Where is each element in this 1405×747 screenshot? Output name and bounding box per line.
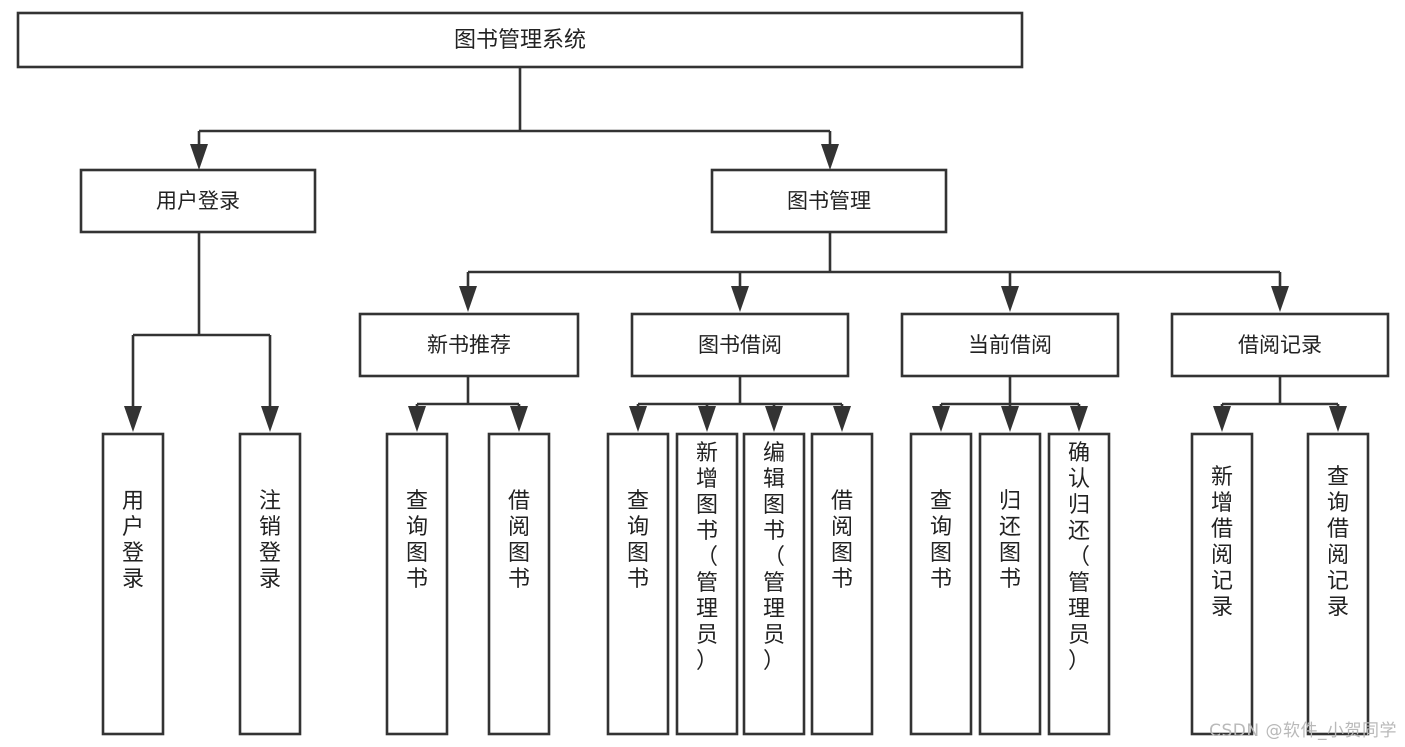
leaf-node-add-book-label: 新增图书（管理员）: [696, 441, 718, 674]
leaf-node-confirm-return[interactable]: 确认归还（管理员）: [1047, 432, 1111, 736]
leaf-node-user-logout[interactable]: 注销登录: [238, 432, 302, 736]
node-new-book-recommend-label: 新书推荐: [427, 333, 511, 357]
node-root-system[interactable]: 图书管理系统: [16, 11, 1024, 69]
node-borrow-record[interactable]: 借阅记录: [1170, 312, 1390, 378]
leaf-node-user-login-label: 用户登录: [122, 489, 144, 592]
arrow-to-current-borrow: [1001, 286, 1019, 312]
arrow-to-leaf-user-logout: [261, 406, 279, 432]
leaf-node-confirm-return-label: 确认归还（管理员）: [1068, 441, 1090, 674]
leaf-node-query-book-2[interactable]: 查询图书: [606, 432, 670, 736]
connector-group-current-borrow: [939, 376, 1081, 408]
connector-group-borrow-record: [1220, 376, 1340, 408]
connector-group-root: [197, 67, 832, 146]
node-new-book-recommend[interactable]: 新书推荐: [358, 312, 580, 378]
leaf-node-add-record[interactable]: 新增借阅记录: [1190, 432, 1254, 736]
arrow-to-leaf-query-book-3: [932, 406, 950, 432]
arrow-to-leaf-edit-book: [765, 406, 783, 432]
leaf-node-borrow-book-2[interactable]: 借阅图书: [810, 432, 874, 736]
connector-group-new-book-recommend: [415, 376, 521, 408]
leaf-node-query-record-label: 查询借阅记录: [1327, 465, 1349, 620]
arrow-to-leaf-add-book: [698, 406, 716, 432]
leaf-node-user-login[interactable]: 用户登录: [101, 432, 165, 736]
leaf-node-borrow-book-1-label: 借阅图书: [508, 489, 530, 592]
node-current-borrow[interactable]: 当前借阅: [900, 312, 1120, 378]
connector-group-book-management: [466, 232, 1282, 288]
leaf-node-edit-book[interactable]: 编辑图书（管理员）: [742, 432, 806, 736]
arrow-to-leaf-add-record: [1213, 406, 1231, 432]
arrow-to-new-book-recommend: [459, 286, 477, 312]
leaf-node-query-book-2-label: 查询图书: [627, 489, 649, 592]
leaf-node-user-logout-label: 注销登录: [259, 489, 281, 592]
node-book-management[interactable]: 图书管理: [710, 168, 948, 234]
connector-group-book-borrow: [636, 376, 844, 408]
leaf-node-add-record-label: 新增借阅记录: [1211, 465, 1233, 620]
node-book-borrow[interactable]: 图书借阅: [630, 312, 850, 378]
arrow-to-leaf-query-record: [1329, 406, 1347, 432]
leaf-node-borrow-book-2-label: 借阅图书: [831, 489, 853, 592]
leaf-node-borrow-book-1[interactable]: 借阅图书: [487, 432, 551, 736]
arrow-to-leaf-user-login: [124, 406, 142, 432]
leaf-node-add-book[interactable]: 新增图书（管理员）: [675, 432, 739, 736]
leaf-node-query-record[interactable]: 查询借阅记录: [1306, 432, 1370, 736]
arrow-to-leaf-borrow-book-1: [510, 406, 528, 432]
arrow-to-borrow-record: [1271, 286, 1289, 312]
arrow-to-leaf-borrow-book-2: [833, 406, 851, 432]
leaf-node-return-book[interactable]: 归还图书: [978, 432, 1042, 736]
leaf-node-query-book-1[interactable]: 查询图书: [385, 432, 449, 736]
leaf-node-edit-book-label: 编辑图书（管理员）: [763, 441, 785, 674]
leaf-node-query-book-3-label: 查询图书: [930, 489, 952, 592]
arrow-to-leaf-confirm-return: [1070, 406, 1088, 432]
arrow-to-leaf-query-book-2: [629, 406, 647, 432]
leaf-node-query-book-1-label: 查询图书: [406, 489, 428, 592]
leaf-node-return-book-label: 归还图书: [999, 489, 1021, 592]
connector-group-user-login: [131, 232, 272, 408]
csdn-watermark: CSDN @软件_小贺同学: [1209, 721, 1397, 741]
arrow-to-user-login: [190, 144, 208, 170]
arrow-to-leaf-return-book: [1001, 406, 1019, 432]
node-user-login[interactable]: 用户登录: [79, 168, 317, 234]
node-current-borrow-label: 当前借阅: [968, 333, 1052, 357]
leaf-node-query-book-3[interactable]: 查询图书: [909, 432, 973, 736]
node-borrow-record-label: 借阅记录: [1238, 333, 1322, 357]
arrow-to-book-management: [821, 144, 839, 170]
node-book-management-label: 图书管理: [787, 189, 871, 213]
node-user-login-label: 用户登录: [156, 189, 240, 213]
arrow-to-book-borrow: [731, 286, 749, 312]
node-book-borrow-label: 图书借阅: [698, 333, 782, 357]
node-root-system-label: 图书管理系统: [454, 28, 586, 53]
arrow-to-leaf-query-book-1: [408, 406, 426, 432]
